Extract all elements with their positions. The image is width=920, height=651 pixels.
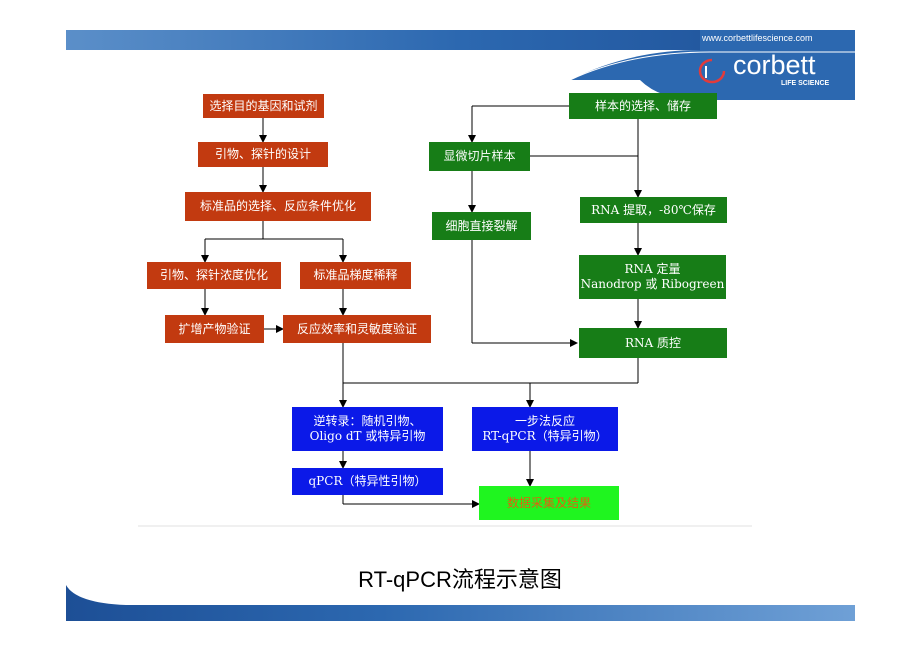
node-standard-optimize: 标准品的选择、反应条件优化 — [185, 192, 371, 221]
node-sample-storage: 样本的选择、储存 — [569, 93, 717, 119]
node-amplicon-verify: 扩增产物验证 — [165, 315, 264, 343]
node-rna-qc: RNA 质控 — [579, 328, 727, 358]
website-url: www.corbettlifescience.com — [702, 33, 813, 43]
bottom-banner — [66, 585, 855, 621]
node-primer-concentration: 引物、探针浓度优化 — [147, 262, 281, 289]
corbett-logo-icon — [698, 58, 726, 84]
node-efficiency-sensitivity: 反应效率和灵敏度验证 — [283, 315, 431, 343]
node-microsection: 显微切片样本 — [429, 142, 530, 171]
node-reverse-transcription: 逆转录：随机引物、Oligo dT 或特异引物 — [292, 407, 443, 451]
node-primer-design: 引物、探针的设计 — [198, 142, 328, 167]
logo-name: corbett — [733, 50, 816, 80]
node-select-gene: 选择目的基因和试剂 — [203, 94, 324, 118]
node-direct-lysis: 细胞直接裂解 — [432, 212, 531, 240]
diagram-caption: RT-qPCR流程示意图 — [358, 567, 562, 592]
logo-swoosh — [570, 30, 855, 100]
node-standard-dilution: 标准品梯度稀释 — [300, 262, 411, 289]
top-banner — [66, 30, 855, 50]
node-qpcr: qPCR（特异性引物） — [292, 468, 443, 495]
node-data-collect: 数据采集及结果 — [479, 486, 619, 520]
logo-subtitle: LIFE SCIENCE — [781, 80, 830, 87]
node-rna-extract: RNA 提取，-80℃保存 — [580, 197, 727, 223]
